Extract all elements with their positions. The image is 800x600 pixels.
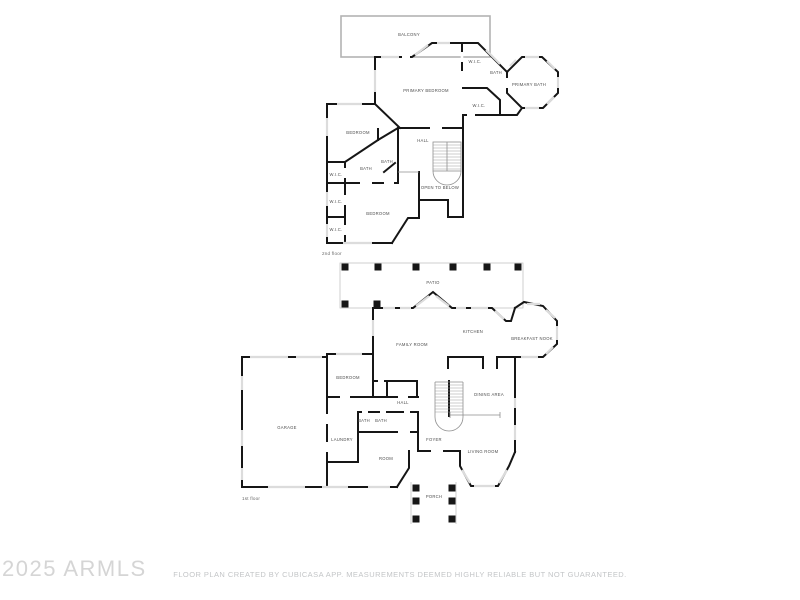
doors-first	[325, 379, 410, 452]
room-label-bedroom: BEDROOM	[336, 375, 360, 380]
room-label-garage: GARAGE	[277, 425, 296, 430]
floor-caption-first: 1st floor	[242, 496, 260, 501]
room-label-w-i-c-: W.I.C.	[330, 227, 343, 232]
stairs-second	[398, 141, 462, 186]
room-label-room: ROOM	[379, 456, 393, 461]
patio-pillars	[341, 263, 522, 308]
walls-first	[241, 290, 558, 489]
room-label-w-i-c-: W.I.C.	[469, 59, 482, 64]
windows-second	[325, 41, 560, 245]
armls-watermark: 2025 ARMLS	[2, 556, 147, 581]
room-label-w-i-c-: W.I.C.	[473, 103, 486, 108]
room-label-w-i-c-: W.I.C.	[330, 172, 343, 177]
room-label-open-to-below: OPEN TO BELOW	[421, 185, 459, 190]
room-label-bath: BATH	[358, 418, 370, 423]
room-label-hall: HALL	[397, 400, 409, 405]
room-label-bedroom: BEDROOM	[346, 130, 370, 135]
room-label-bath: BATH	[381, 159, 393, 164]
walls-second	[326, 42, 559, 245]
room-label-living-room: LIVING ROOM	[468, 449, 499, 454]
room-label-bath: BATH	[490, 70, 502, 75]
room-label-w-i-c-: W.I.C.	[330, 199, 343, 204]
balcony-railing	[340, 15, 491, 58]
room-label-foyer: FOYER	[426, 437, 442, 442]
room-label-dining-area: DINING AREA	[474, 392, 504, 397]
room-label-family-room: FAMILY ROOM	[396, 342, 428, 347]
room-label-primary-bedroom: PRIMARY BEDROOM	[403, 88, 449, 93]
room-label-patio: PATIO	[426, 280, 440, 285]
porch-pillars	[412, 484, 456, 523]
room-label-balcony: BALCONY	[398, 32, 420, 37]
patio-outline	[339, 262, 524, 309]
stairs-first	[434, 381, 501, 432]
room-label-bath: BATH	[375, 418, 387, 423]
room-label-porch: PORCH	[426, 494, 442, 499]
porch	[410, 482, 457, 524]
room-label-bath: BATH	[360, 166, 372, 171]
floor-plan-second	[325, 15, 560, 245]
room-label-primary-bath: PRIMARY BATH	[512, 82, 546, 87]
floor-plan-first	[240, 262, 559, 524]
room-labels-first: PATIO KITCHEN BREAKFAST NOOK FAMILY ROOM BED…	[242, 280, 553, 501]
doors-second	[343, 52, 509, 235]
windows-first	[240, 295, 559, 489]
room-label-kitchen: KITCHEN	[463, 329, 483, 334]
floor-caption-second: 2nd floor	[322, 251, 342, 256]
disclaimer-text: FLOOR PLAN CREATED BY CUBICASA APP. MEAS…	[173, 570, 627, 579]
room-label-breakfast-nook: BREAKFAST NOOK	[511, 336, 553, 341]
room-label-hall: HALL	[417, 138, 429, 143]
room-labels-second: BALCONY PRIMARY BEDROOM W.I.C. BATH PRIMARY …	[322, 32, 546, 256]
room-label-laundry: LAUNDRY	[331, 437, 353, 442]
room-label-bedroom: BEDROOM	[366, 211, 390, 216]
